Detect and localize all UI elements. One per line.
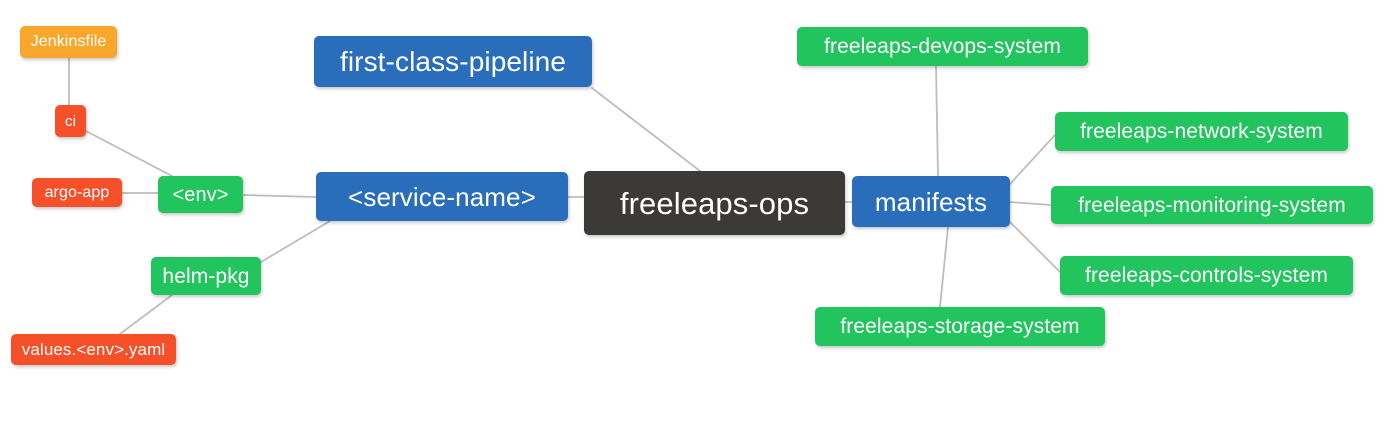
node-first-class-pipeline[interactable]: first-class-pipeline	[314, 36, 592, 87]
node-ci[interactable]: ci	[55, 105, 86, 137]
edge-manifests-to-freeleaps-monitoring-system	[1009, 201, 1052, 206]
node-values-env-yaml[interactable]: values.<env>.yaml	[11, 334, 176, 365]
node-freeleaps-monitoring-system[interactable]: freeleaps-monitoring-system	[1051, 186, 1373, 224]
edge-service-name-to-helm-pkg	[260, 220, 331, 263]
node-freeleaps-ops[interactable]: freeleaps-ops	[584, 171, 845, 235]
node-env[interactable]: <env>	[158, 176, 243, 213]
node-manifests[interactable]: manifests	[852, 176, 1010, 227]
node-freeleaps-network-system[interactable]: freeleaps-network-system	[1055, 112, 1348, 151]
node-freeleaps-devops-system[interactable]: freeleaps-devops-system	[797, 27, 1088, 66]
node-argo-app[interactable]: argo-app	[32, 178, 122, 207]
node-service-name[interactable]: <service-name>	[316, 172, 568, 221]
edge-manifests-to-freeleaps-devops-system	[935, 65, 939, 177]
edge-env-to-ci	[85, 130, 173, 177]
node-freeleaps-controls-system[interactable]: freeleaps-controls-system	[1060, 256, 1353, 295]
edge-service-name-to-env	[242, 194, 317, 198]
node-helm-pkg[interactable]: helm-pkg	[151, 257, 261, 295]
edge-first-class-pipeline-to-freeleaps-ops	[591, 87, 701, 172]
node-freeleaps-storage-system[interactable]: freeleaps-storage-system	[815, 307, 1105, 346]
edge-helm-pkg-to-values-env-yaml	[119, 294, 173, 335]
edge-manifests-to-freeleaps-storage-system	[939, 226, 949, 308]
edge-manifests-to-freeleaps-controls-system	[1009, 221, 1061, 273]
node-jenkinsfile[interactable]: Jenkinsfile	[20, 26, 117, 58]
edge-manifests-to-freeleaps-network-system	[1009, 134, 1056, 185]
